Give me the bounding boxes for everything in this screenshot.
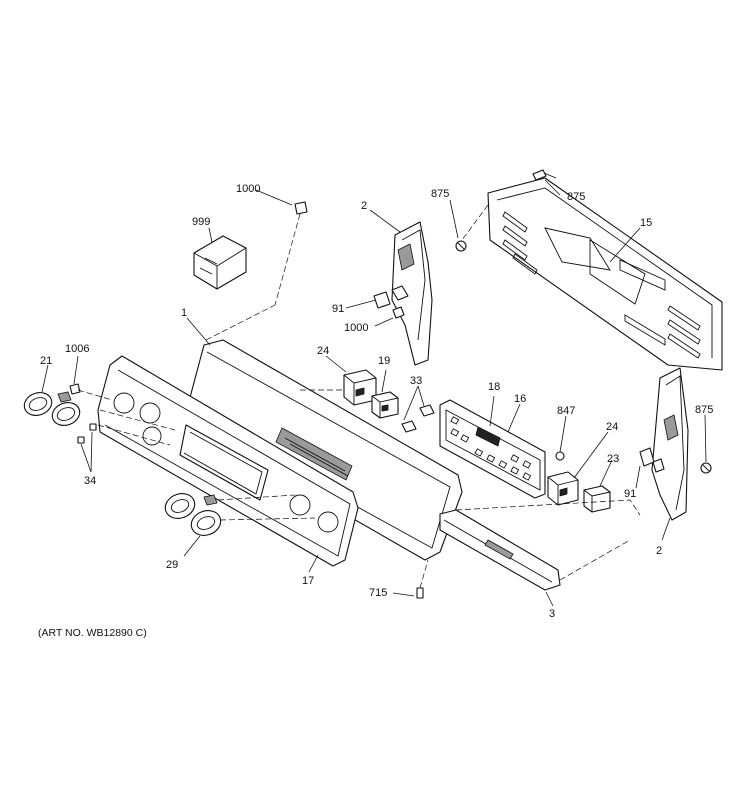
switch-24-lower <box>547 471 579 506</box>
label-2-upper: 2 <box>361 200 367 212</box>
knob-29-lower <box>164 493 316 536</box>
trim-3 <box>439 499 641 591</box>
label-15: 15 <box>640 217 652 229</box>
screw-847 <box>555 451 565 461</box>
switch-24-upper <box>300 369 377 406</box>
plug-34 <box>77 423 97 444</box>
control-panel-17 <box>97 355 359 567</box>
label-17: 17 <box>302 575 314 587</box>
label-875-upper: 875 <box>431 188 449 200</box>
callout-labels: 999 1000 1 2 875 875 15 91 1000 21 1006 … <box>40 183 713 620</box>
switch-23 <box>583 485 611 513</box>
label-18: 18 <box>488 381 500 393</box>
control-board-16 <box>439 399 546 499</box>
label-715: 715 <box>369 587 387 599</box>
label-91-upper: 91 <box>332 303 344 315</box>
label-19: 19 <box>378 355 390 367</box>
screw-715 <box>416 559 429 599</box>
label-24-upper: 24 <box>317 345 329 357</box>
label-24-lower: 24 <box>606 421 618 433</box>
switch-19 <box>371 391 399 419</box>
label-34: 34 <box>84 475 96 487</box>
art-number: (ART NO. WB12890 C) <box>38 627 147 639</box>
screw-1000-top <box>274 201 308 306</box>
label-999: 999 <box>192 216 210 228</box>
label-875-top: 875 <box>567 191 585 203</box>
label-91-lower: 91 <box>624 488 636 500</box>
leader-lines <box>41 179 707 607</box>
rear-panel-15 <box>461 177 723 371</box>
knob-21-left <box>23 383 113 426</box>
label-29: 29 <box>166 559 178 571</box>
end-cap-2-right <box>639 367 689 521</box>
label-21: 21 <box>40 355 52 367</box>
label-33: 33 <box>410 375 422 387</box>
label-2-lower: 2 <box>656 545 662 557</box>
clip-33 <box>401 404 435 433</box>
screw-875-right <box>700 462 712 474</box>
screw-875-mid <box>455 240 467 252</box>
label-847: 847 <box>557 405 575 417</box>
label-1006: 1006 <box>65 343 89 355</box>
label-1000-lower: 1000 <box>344 322 368 334</box>
packing-block-999 <box>193 235 247 290</box>
end-cap-2-left <box>373 221 433 366</box>
label-3: 3 <box>549 608 555 620</box>
label-875-right: 875 <box>695 404 713 416</box>
label-1000-top: 1000 <box>236 183 260 195</box>
label-16: 16 <box>514 393 526 405</box>
label-23: 23 <box>607 453 619 465</box>
screw-875-top <box>532 169 557 181</box>
label-1: 1 <box>181 307 187 319</box>
